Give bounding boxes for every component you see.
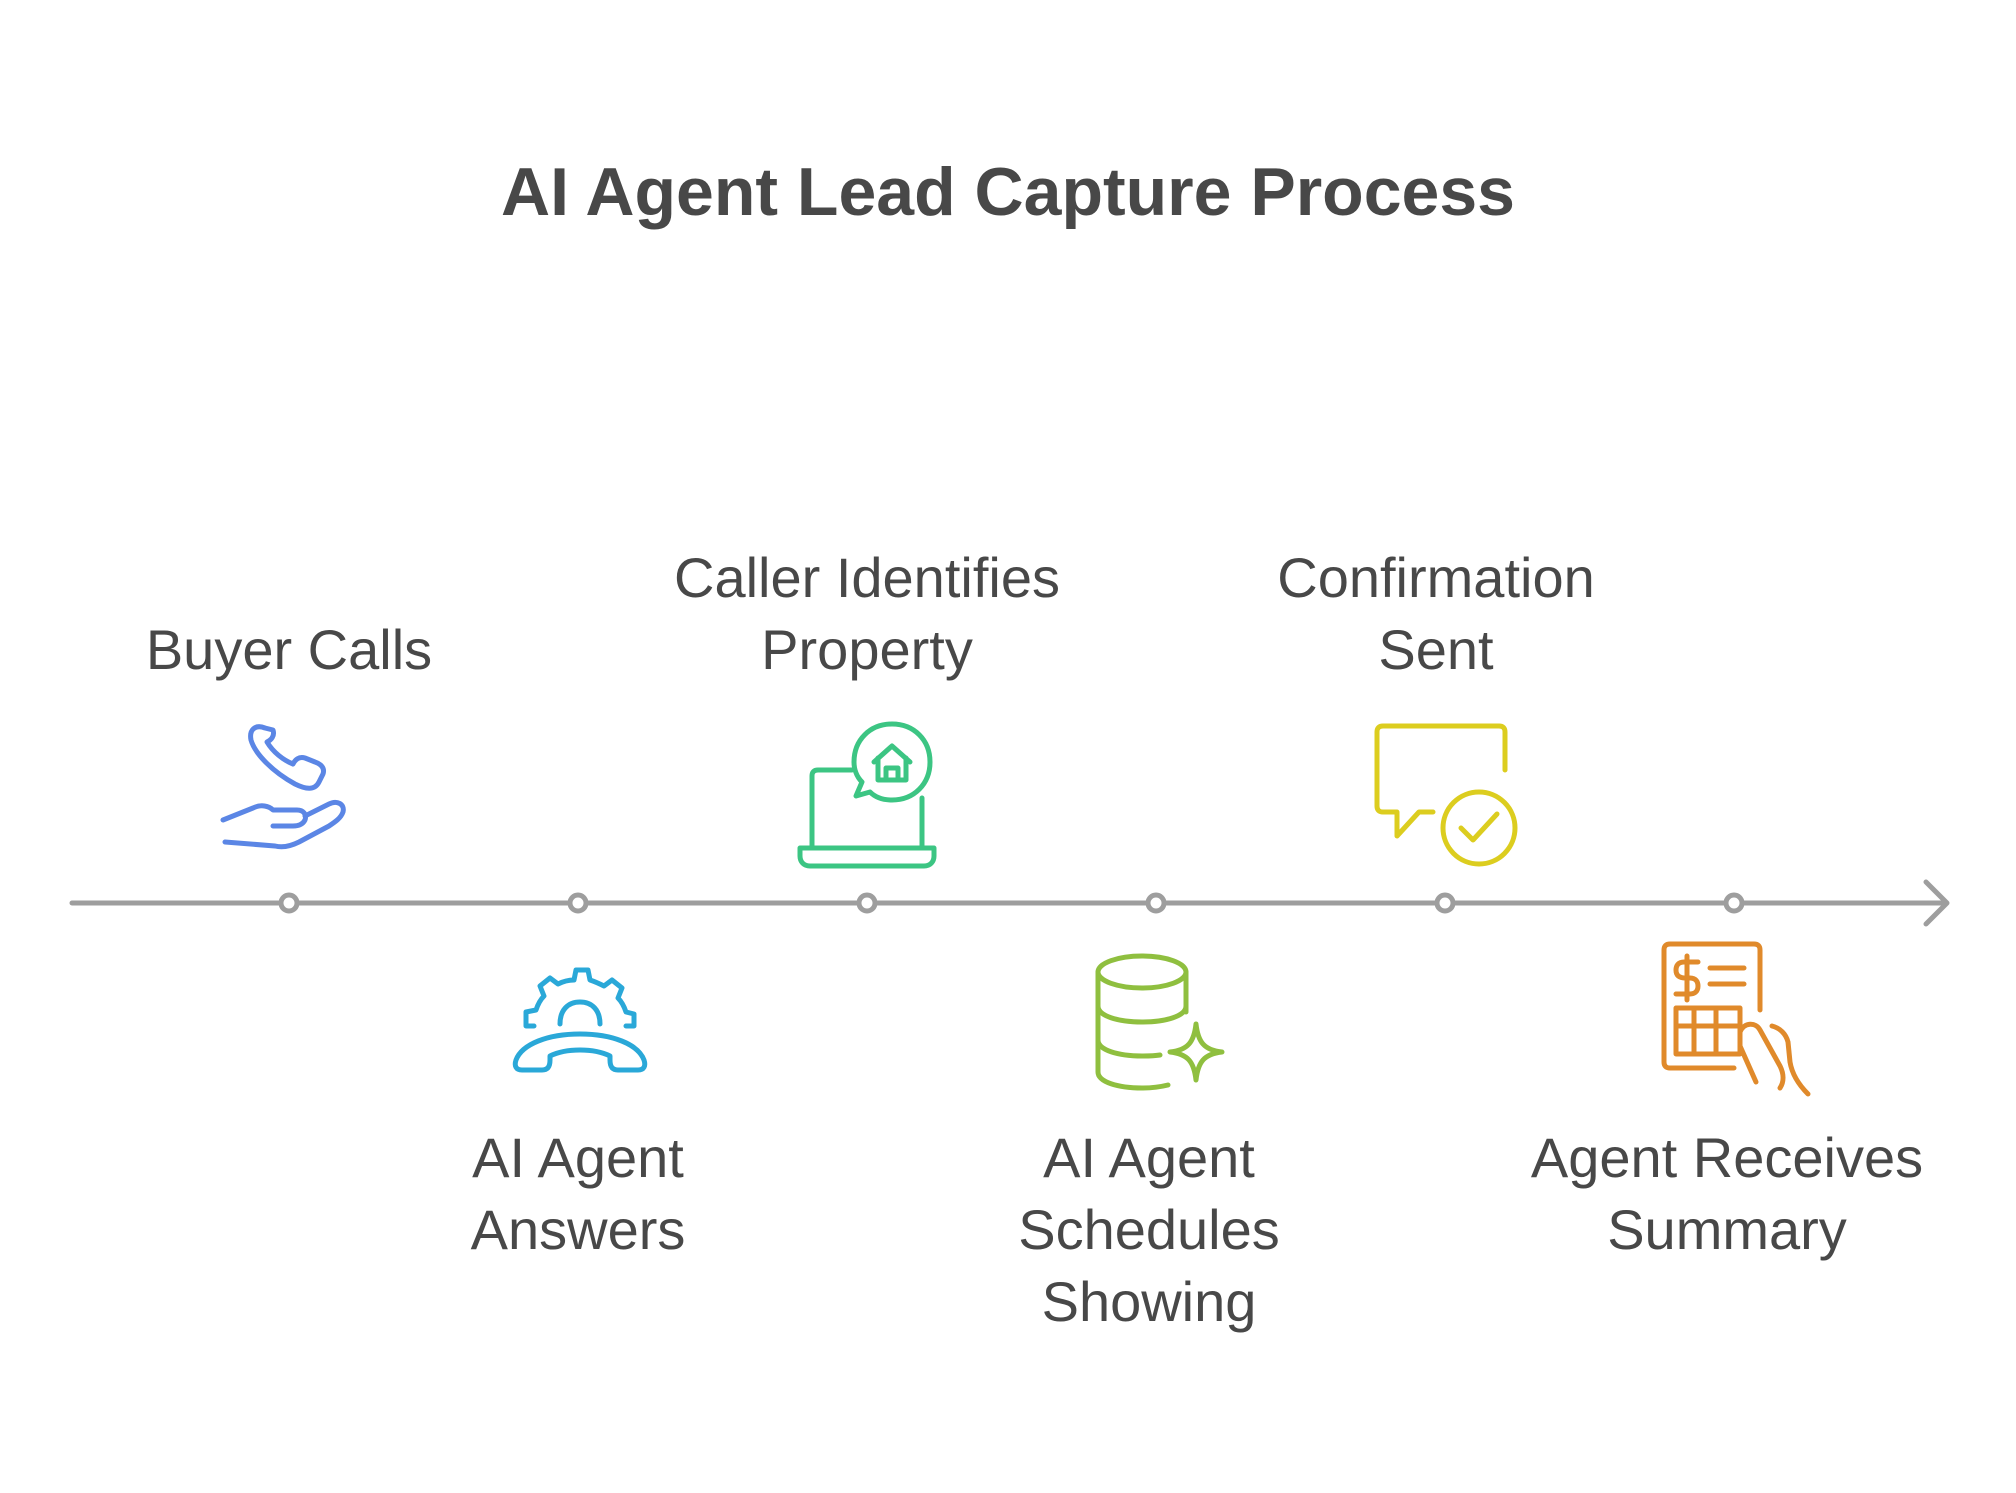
step-label-ai-agent-answers: AI Agent Answers [338, 1122, 818, 1266]
step-label-line: Answers [470, 1198, 686, 1261]
step-label-line: Confirmation [1277, 546, 1595, 609]
step-label-line: Showing [1041, 1270, 1257, 1333]
timeline-marker-1 [278, 892, 300, 914]
hand-phone-icon [203, 710, 373, 880]
step-label-ai-agent-schedules-showing: AI Agent Schedules Showing [909, 1122, 1389, 1338]
timeline-marker-3 [856, 892, 878, 914]
timeline-marker-6 [1723, 892, 1745, 914]
step-label-line: Buyer Calls [145, 618, 433, 681]
step-label-line: Agent Receives [1530, 1126, 1924, 1189]
database-sparkle-icon [1074, 942, 1244, 1112]
step-label-line: Sent [1378, 618, 1494, 681]
step-label-line: AI Agent [1043, 1126, 1255, 1189]
step-label-line: Property [761, 618, 973, 681]
invoice-hand-icon [1652, 936, 1822, 1106]
timeline-marker-5 [1434, 892, 1456, 914]
step-label-caller-identifies-property: Caller Identifies Property [627, 542, 1107, 686]
step-label-buyer-calls: Buyer Calls [49, 614, 529, 686]
page-title: AI Agent Lead Capture Process [501, 154, 1515, 230]
step-label-line: AI Agent [472, 1126, 684, 1189]
step-label-confirmation-sent: Confirmation Sent [1196, 542, 1676, 686]
timeline-marker-2 [567, 892, 589, 914]
step-label-line: Caller Identifies [674, 546, 1060, 609]
laptop-house-icon [782, 706, 952, 876]
timeline-marker-4 [1145, 892, 1167, 914]
gear-phone-icon [494, 940, 664, 1110]
message-check-icon [1361, 710, 1531, 880]
step-label-line: Schedules [1018, 1198, 1280, 1261]
timeline-arrowhead [1923, 879, 1950, 927]
step-label-agent-receives-summary: Agent Receives Summary [1487, 1122, 1967, 1266]
step-label-line: Summary [1607, 1198, 1847, 1261]
